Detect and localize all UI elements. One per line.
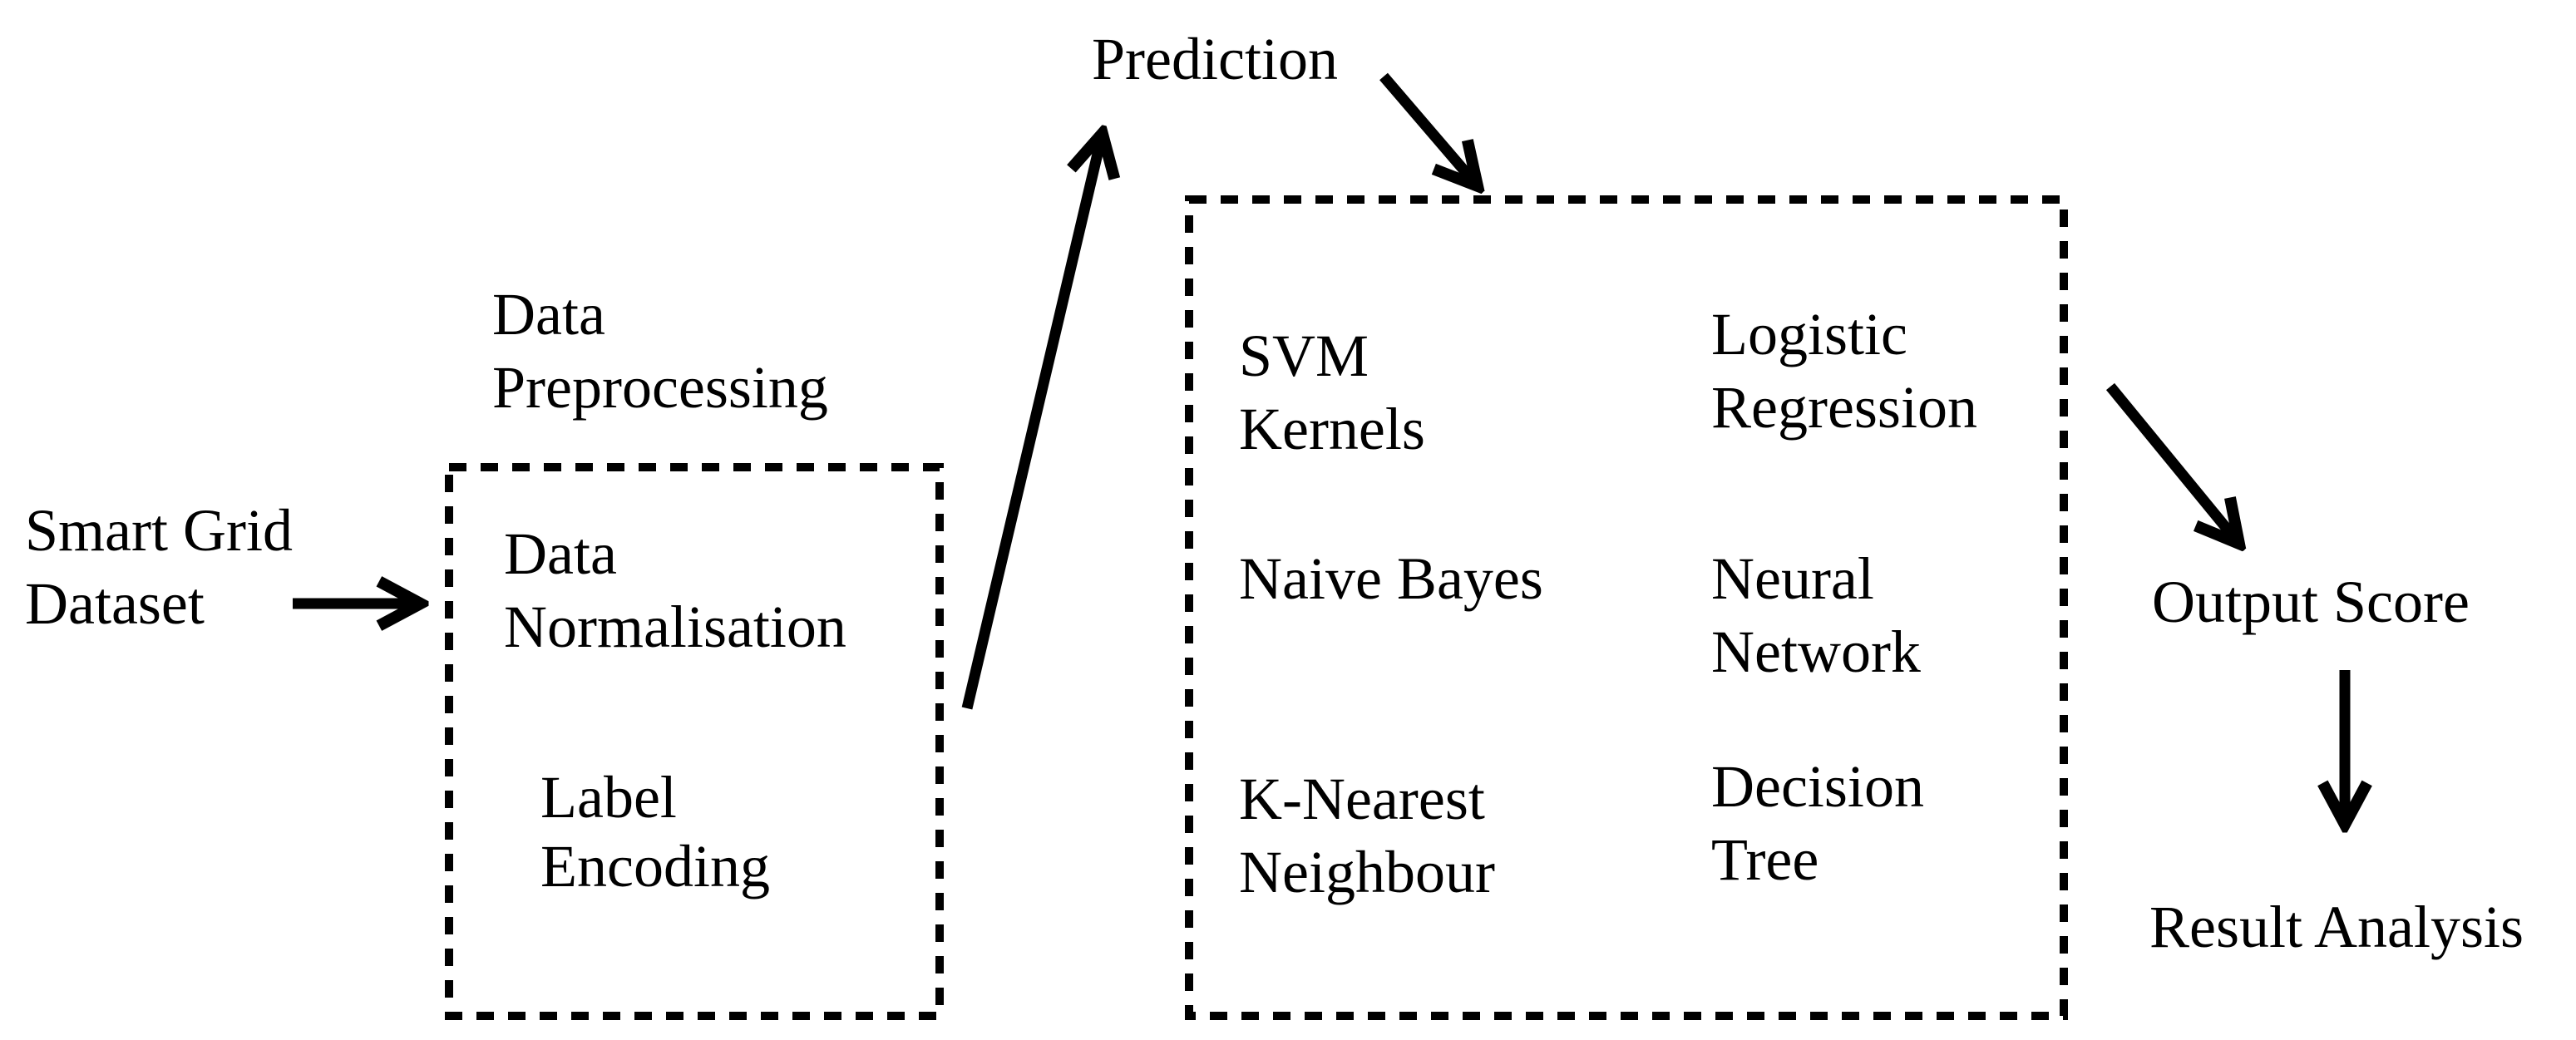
result-analysis-label: Result Analysis (2149, 894, 2524, 960)
neural-network-label-line2: Network (1711, 619, 1921, 685)
naive-bayes-label: Naive Bayes (1239, 545, 1543, 612)
label-encoding-label-line2: Encoding (540, 833, 770, 900)
logistic-regression-label-line2: Regression (1711, 374, 1977, 441)
prediction-label: Prediction (1092, 26, 1338, 92)
k-nearest-neighbour-label-line2: Neighbour (1239, 839, 1495, 905)
preprocessing-box (445, 463, 944, 1020)
arrow-prediction-to-classifiers (1379, 72, 1473, 181)
neural-network-label-line1: Neural (1711, 545, 1874, 612)
smart-grid-dataset-label-line1: Smart Grid (25, 497, 293, 564)
arrows (293, 72, 2345, 818)
svm-kernels-label-line1: SVM (1239, 323, 1369, 389)
data-normalisation-label-line2: Normalisation (504, 594, 846, 660)
svm-kernels-label-line2: Kernels (1239, 396, 1425, 462)
label-encoding-label-line1: Label (540, 764, 677, 831)
data-preprocessing-label-line1: Data (492, 281, 605, 347)
arrow-classifiers-to-output-score (2105, 382, 2235, 539)
data-normalisation-label-line1: Data (504, 520, 617, 587)
output-score-label: Output Score (2152, 569, 2470, 635)
decision-tree-label-line1: Decision (1711, 753, 1924, 820)
decision-tree-label-line2: Tree (1711, 826, 1818, 893)
data-preprocessing-label-line2: Preprocessing (492, 354, 828, 421)
classifiers-box (1185, 195, 2068, 1020)
k-nearest-neighbour-label-line1: K-Nearest (1239, 766, 1485, 832)
labels: Smart Grid Dataset Data Preprocessing Da… (25, 26, 2524, 960)
logistic-regression-label-line1: Logistic (1711, 301, 1907, 367)
smart-grid-dataset-label-line2: Dataset (25, 570, 205, 637)
arrow-preprocessing-to-prediction (961, 140, 1101, 710)
